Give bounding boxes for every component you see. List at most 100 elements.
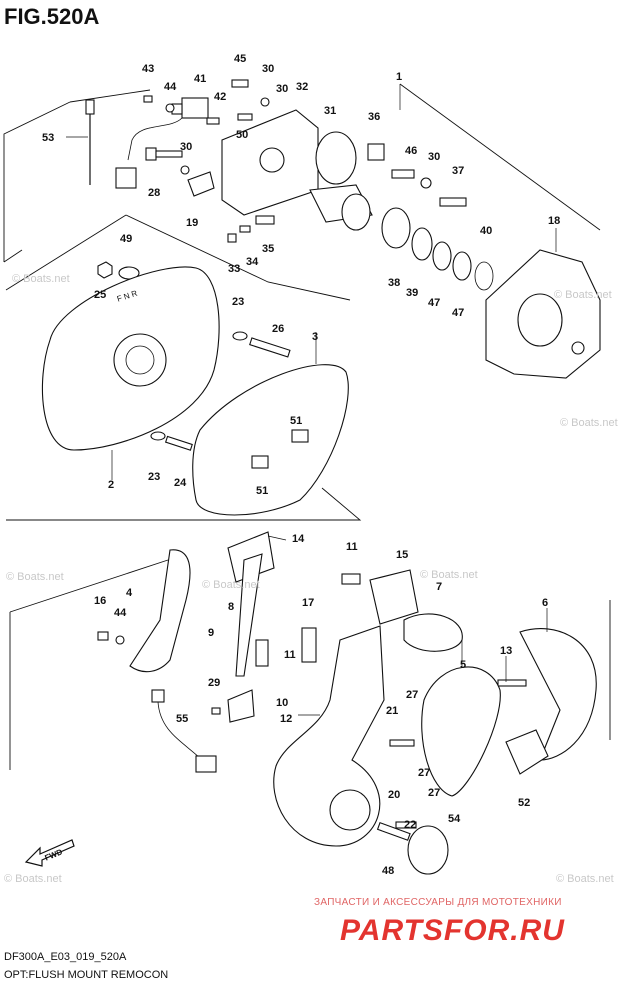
part-6-cover bbox=[519, 628, 597, 761]
part-22-screw bbox=[395, 821, 417, 829]
watermark: © Boats.net bbox=[560, 417, 618, 429]
part-47-shim bbox=[432, 241, 452, 271]
label-30: 30 bbox=[180, 141, 192, 153]
label-25: 25 bbox=[94, 289, 106, 301]
label-13: 13 bbox=[500, 645, 512, 657]
label-21: 21 bbox=[386, 705, 398, 717]
label-40: 40 bbox=[480, 225, 492, 237]
label-43: 43 bbox=[142, 63, 154, 75]
frame-line bbox=[3, 101, 71, 262]
part-33-key bbox=[227, 233, 237, 243]
frame-line bbox=[6, 487, 362, 521]
part-3-cover bbox=[192, 364, 349, 516]
watermark: © Boats.net bbox=[556, 873, 614, 885]
label-15: 15 bbox=[396, 549, 408, 561]
part-23-washer bbox=[150, 431, 166, 441]
label-44: 44 bbox=[164, 81, 177, 93]
figure-code: DF300A_E03_019_520A bbox=[4, 951, 127, 963]
label-51: 51 bbox=[256, 485, 268, 497]
label-41: 41 bbox=[194, 73, 206, 85]
frame-line bbox=[399, 83, 601, 231]
part-48-screw bbox=[376, 822, 411, 841]
label-37: 37 bbox=[452, 165, 464, 177]
part-16-screw bbox=[97, 631, 109, 641]
frame-line bbox=[9, 559, 169, 613]
label-50: 50 bbox=[236, 129, 248, 141]
part-29-pin bbox=[211, 707, 221, 715]
label-10: 10 bbox=[276, 697, 288, 709]
part-number-labels: 43 44 41 45 30 30 32 1 42 50 31 36 53 30… bbox=[42, 53, 560, 877]
label-48: 48 bbox=[382, 865, 394, 877]
label-29: 29 bbox=[208, 677, 220, 689]
part-5-grip bbox=[421, 666, 501, 797]
part-52-switch bbox=[505, 729, 549, 775]
label-49: 49 bbox=[120, 233, 132, 245]
part-41-switch bbox=[115, 97, 209, 189]
label-27: 27 bbox=[418, 767, 430, 779]
part-8-bracket bbox=[235, 553, 263, 677]
frame-line bbox=[3, 249, 23, 263]
part-44-washer bbox=[165, 103, 175, 113]
watermark: © Boats.net bbox=[12, 273, 70, 285]
label-16: 16 bbox=[94, 595, 106, 607]
part-34-pin bbox=[239, 225, 251, 233]
label-53: 53 bbox=[42, 132, 54, 144]
label-36: 36 bbox=[368, 111, 380, 123]
label-27: 27 bbox=[428, 787, 440, 799]
label-44: 44 bbox=[114, 607, 127, 619]
label-7: 7 bbox=[436, 581, 442, 593]
part-50-screw bbox=[237, 113, 253, 121]
watermarks: © Boats.net © Boats.net © Boats.net © Bo… bbox=[4, 273, 618, 885]
part-11-spring bbox=[255, 639, 269, 667]
part-43-screw bbox=[143, 95, 153, 103]
figure-title: FIG.520A bbox=[4, 4, 99, 29]
frame-line bbox=[5, 214, 127, 291]
part-12-handle bbox=[273, 625, 385, 847]
label-47: 47 bbox=[428, 297, 440, 309]
part-32-plate bbox=[221, 109, 319, 216]
part-44-washer bbox=[115, 635, 125, 645]
part-28-bolt bbox=[145, 147, 183, 161]
label-30: 30 bbox=[276, 83, 288, 95]
part-37-screw bbox=[439, 197, 467, 207]
label-42: 42 bbox=[214, 91, 226, 103]
label-5: 5 bbox=[460, 659, 466, 671]
part-25-nut bbox=[97, 261, 113, 279]
part-30-washer bbox=[260, 97, 270, 107]
fwd-arrow-icon: FWD bbox=[24, 839, 75, 867]
label-2: 2 bbox=[108, 479, 114, 491]
part-18-housing bbox=[485, 249, 601, 379]
label-14: 14 bbox=[292, 533, 305, 545]
label-19: 19 bbox=[186, 217, 198, 229]
label-30: 30 bbox=[262, 63, 274, 75]
part-54-emblem bbox=[407, 825, 449, 875]
part-55-harness bbox=[151, 689, 217, 773]
fwd-label: FWD bbox=[43, 847, 63, 862]
label-24: 24 bbox=[174, 477, 187, 489]
part-40-circlip bbox=[474, 261, 494, 291]
label-28: 28 bbox=[148, 187, 160, 199]
label-18: 18 bbox=[548, 215, 560, 227]
part-7-magnet bbox=[403, 613, 463, 652]
label-3: 3 bbox=[312, 331, 318, 343]
label-51: 51 bbox=[290, 415, 302, 427]
label-39: 39 bbox=[406, 287, 418, 299]
part-14-bracket bbox=[227, 531, 275, 583]
label-20: 20 bbox=[388, 789, 400, 801]
part-30-washer bbox=[420, 177, 432, 189]
label-27: 27 bbox=[406, 689, 418, 701]
part-46-spring bbox=[391, 169, 415, 179]
label-6: 6 bbox=[542, 597, 548, 609]
watermark: © Boats.net bbox=[4, 873, 62, 885]
label-47: 47 bbox=[452, 307, 464, 319]
frame-line bbox=[69, 89, 151, 103]
watermark: © Boats.net bbox=[202, 579, 260, 591]
part-31-shaft bbox=[309, 131, 373, 231]
label-34: 34 bbox=[246, 256, 259, 268]
label-52: 52 bbox=[518, 797, 530, 809]
label-17: 17 bbox=[302, 597, 314, 609]
label-4: 4 bbox=[126, 587, 133, 599]
part-39-ring bbox=[411, 227, 433, 261]
